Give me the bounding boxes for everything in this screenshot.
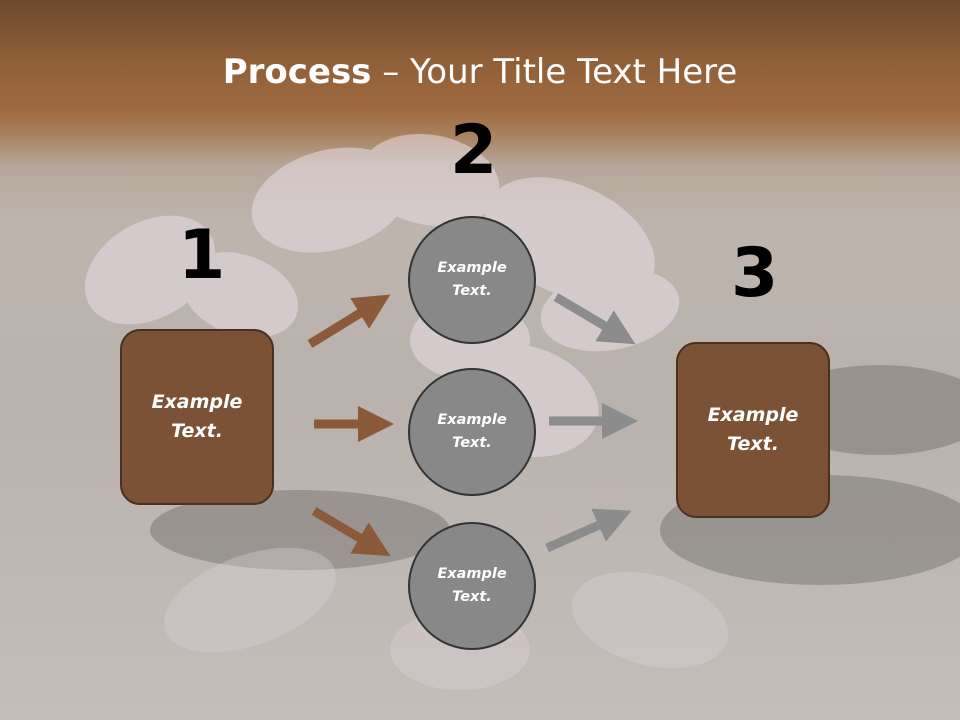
- step-2-circle-top: Example Text.: [408, 216, 536, 344]
- arrow-to-bottom: [311, 507, 391, 557]
- step-3-box: Example Text.: [676, 342, 830, 518]
- step-1-box: Example Text.: [120, 329, 274, 505]
- slide-title: Process – Your Title Text Here: [0, 52, 960, 92]
- title-rest: – Your Title Text Here: [371, 52, 738, 92]
- step-2-circle-middle: Example Text.: [408, 368, 536, 496]
- step-2-circle-bottom: Example Text.: [408, 522, 536, 650]
- step-number-1: 1: [178, 216, 226, 295]
- arrow-from-bottom: [545, 508, 632, 553]
- step-3-text: Example Text.: [707, 404, 799, 455]
- step-number-3: 3: [731, 234, 779, 313]
- arrow-from-top: [553, 293, 636, 345]
- step-2-text-top: Example Text.: [437, 260, 507, 299]
- step-2-text-bottom: Example Text.: [437, 566, 507, 605]
- step-2-text-middle: Example Text.: [437, 412, 507, 451]
- title-bold: Process: [222, 52, 372, 92]
- arrow-to-top: [307, 294, 391, 348]
- step-number-2: 2: [450, 111, 498, 190]
- step-1-text: Example Text.: [151, 391, 243, 442]
